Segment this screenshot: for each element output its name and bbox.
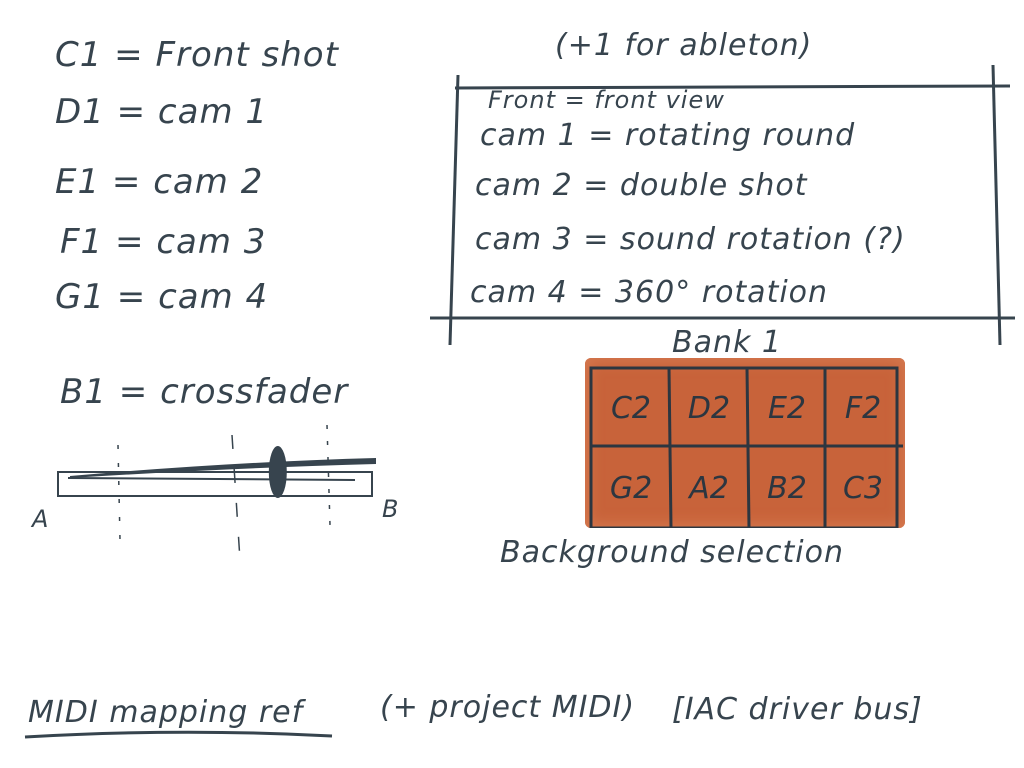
fader-tick-1	[117, 444, 121, 541]
bank-cell[interactable]: G2	[609, 470, 653, 506]
mapping-value: cam 2	[153, 162, 264, 202]
description-row: cam 2 = double shot	[475, 168, 808, 203]
mapping-f1: F1 = cam 3	[60, 222, 267, 262]
bank-grid-lines	[589, 366, 903, 528]
fader-label-b: B	[382, 495, 400, 523]
mapping-value: crossfader	[160, 372, 349, 412]
fader-arrow	[67, 477, 356, 481]
fader-tick-3	[326, 424, 331, 526]
fader-knob[interactable]	[268, 446, 287, 498]
footer-note-project: (+ project MIDI)	[380, 690, 636, 725]
mapping-key: F1	[60, 222, 104, 262]
description-row: cam 3 = sound rotation (?)	[475, 222, 906, 257]
mapping-g1: G1 = cam 4	[55, 277, 269, 317]
mapping-e1: E1 = cam 2	[55, 162, 264, 202]
bank-cell[interactable]: B2	[767, 470, 807, 506]
mapping-key: B1	[60, 372, 107, 412]
description-row: cam 4 = 360° rotation	[470, 275, 829, 310]
bank-cell[interactable]: C2	[610, 390, 652, 426]
mapping-value: cam 1	[157, 92, 269, 132]
mapping-key: G1	[55, 277, 105, 317]
bank-cell[interactable]: D2	[687, 390, 731, 426]
fader-wedge	[70, 458, 376, 478]
description-row: Front = front view	[488, 86, 725, 114]
bank-cell[interactable]: F2	[844, 390, 882, 426]
crossfader-mapping: B1 = crossfader	[60, 372, 349, 412]
fader-track	[57, 471, 373, 497]
table-top-line	[454, 84, 1011, 90]
table-left-line	[448, 74, 460, 346]
bank-cell[interactable]: A2	[689, 470, 729, 506]
fader-label-a: A	[32, 505, 50, 533]
ableton-note: (+1 for ableton)	[555, 28, 813, 63]
mapping-d1: D1 = cam 1	[55, 92, 269, 132]
mapping-key: C1	[55, 35, 103, 75]
description-row: cam 1 = rotating round	[480, 118, 856, 153]
bank-cell[interactable]: C3	[842, 470, 884, 506]
mapping-key: E1	[55, 162, 101, 202]
bank-title: Bank 1	[672, 325, 782, 360]
mapping-value: cam 4	[158, 277, 269, 317]
mapping-c1: C1 = Front shot	[55, 35, 339, 75]
mapping-value: cam 3	[156, 222, 267, 262]
footer-note-iac: [IAC driver bus]	[672, 692, 923, 727]
fader-tick-2	[231, 434, 241, 561]
bank-grid: C2 D2 E2 F2 G2 A2 B2 C3	[585, 358, 905, 528]
table-right-line	[991, 64, 1002, 346]
footer-title: MIDI mapping ref	[28, 695, 304, 730]
bank-caption: Background selection	[500, 535, 845, 570]
mapping-key: D1	[55, 92, 105, 132]
footer-underline	[24, 730, 333, 739]
bank-cell[interactable]: E2	[767, 390, 807, 426]
mapping-value: Front shot	[155, 35, 339, 75]
